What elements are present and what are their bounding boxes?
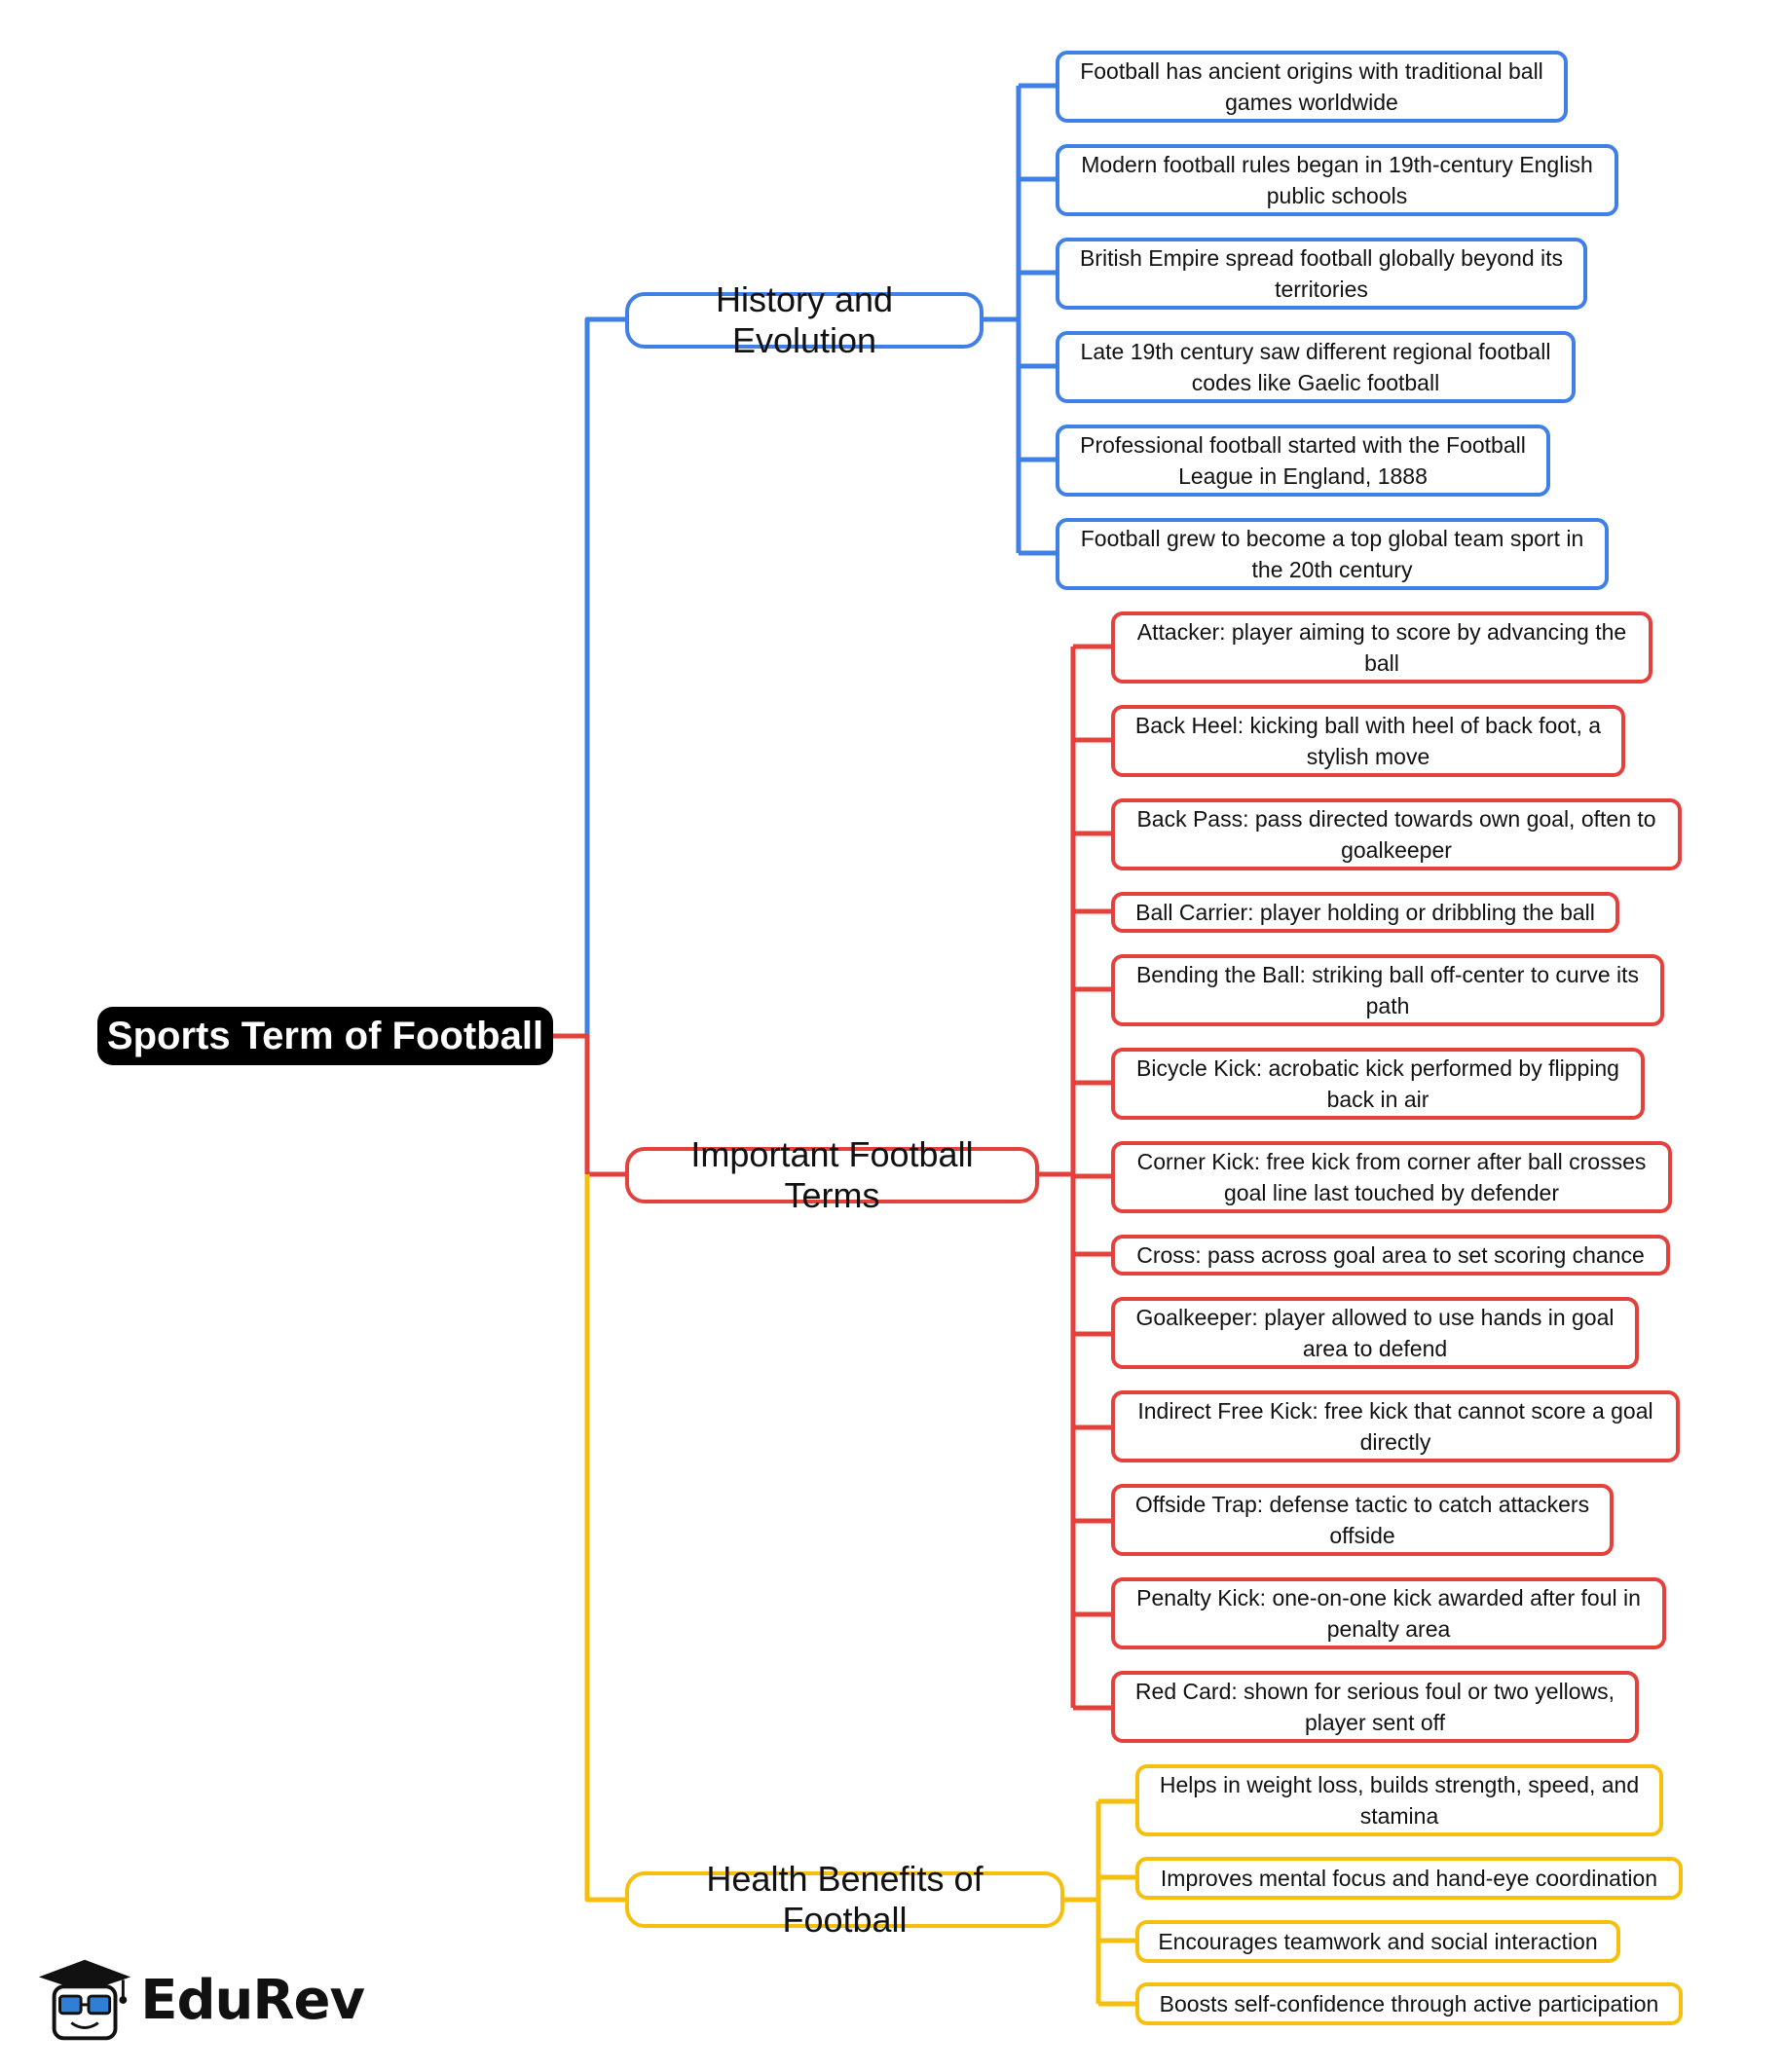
branch-terms-label: Important Football Terms — [690, 1134, 974, 1215]
history-item: Late 19th century saw different regional… — [1056, 331, 1576, 403]
term-item: Red Card: shown for serious foul or two … — [1111, 1671, 1639, 1743]
history-item: Professional football started with the F… — [1056, 425, 1550, 497]
branch-terms: Important Football Terms — [625, 1134, 1039, 1215]
logo-text: EduRev — [140, 1968, 365, 2032]
link-root-history — [553, 316, 625, 1039]
health-item: Helps in weight loss, builds strength, s… — [1135, 1764, 1663, 1836]
link-root-health — [584, 1174, 625, 1903]
term-item: Corner Kick: free kick from corner after… — [1111, 1141, 1672, 1213]
term-item: Offside Trap: defense tactic to catch at… — [1111, 1484, 1614, 1556]
term-item: Ball Carrier: player holding or dribblin… — [1111, 892, 1619, 933]
term-item: Back Heel: kicking ball with heel of bac… — [1111, 705, 1625, 777]
history-item: British Empire spread football globally … — [1056, 238, 1587, 310]
root-label: Sports Term of Football — [106, 1014, 544, 1057]
health-item: Improves mental focus and hand-eye coord… — [1135, 1857, 1683, 1900]
branch-history: History and Evolution — [625, 279, 984, 360]
history-item: Football has ancient origins with tradit… — [1056, 51, 1568, 123]
edurev-logo: EduRev — [33, 1955, 365, 2045]
link-root-terms — [553, 1033, 625, 1177]
term-item: Attacker: player aiming to score by adva… — [1111, 611, 1652, 684]
branch-health: Health Benefits of Football — [625, 1859, 1064, 1940]
term-item: Cross: pass across goal area to set scor… — [1111, 1235, 1670, 1276]
term-item: Indirect Free Kick: free kick that canno… — [1111, 1390, 1680, 1462]
history-item: Modern football rules began in 19th-cent… — [1056, 144, 1618, 216]
root-node: Sports Term of Football — [97, 1007, 553, 1065]
health-item: Encourages teamwork and social interacti… — [1135, 1920, 1620, 1963]
graduate-mascot-icon — [38, 1959, 131, 2041]
link-terms-trunk — [1039, 647, 1076, 1708]
term-item: Bicycle Kick: acrobatic kick performed b… — [1111, 1048, 1645, 1120]
term-item: Bending the Ball: striking ball off-cent… — [1111, 954, 1664, 1026]
health-item: Boosts self-confidence through active pa… — [1135, 1982, 1683, 2025]
link-history-leaves — [1019, 83, 1056, 556]
branch-history-label: History and Evolution — [715, 279, 894, 360]
history-item: Football grew to become a top global tea… — [1056, 518, 1609, 590]
branch-health-label: Health Benefits of Football — [706, 1859, 984, 1940]
link-terms-leaves — [1073, 644, 1111, 1711]
link-health-trunk — [1064, 1801, 1101, 2004]
link-health-leaves — [1098, 1798, 1135, 2007]
term-item: Penalty Kick: one-on-one kick awarded af… — [1111, 1577, 1666, 1649]
term-item: Goalkeeper: player allowed to use hands … — [1111, 1297, 1639, 1369]
link-history-trunk — [984, 86, 1021, 553]
term-item: Back Pass: pass directed towards own goa… — [1111, 798, 1682, 870]
